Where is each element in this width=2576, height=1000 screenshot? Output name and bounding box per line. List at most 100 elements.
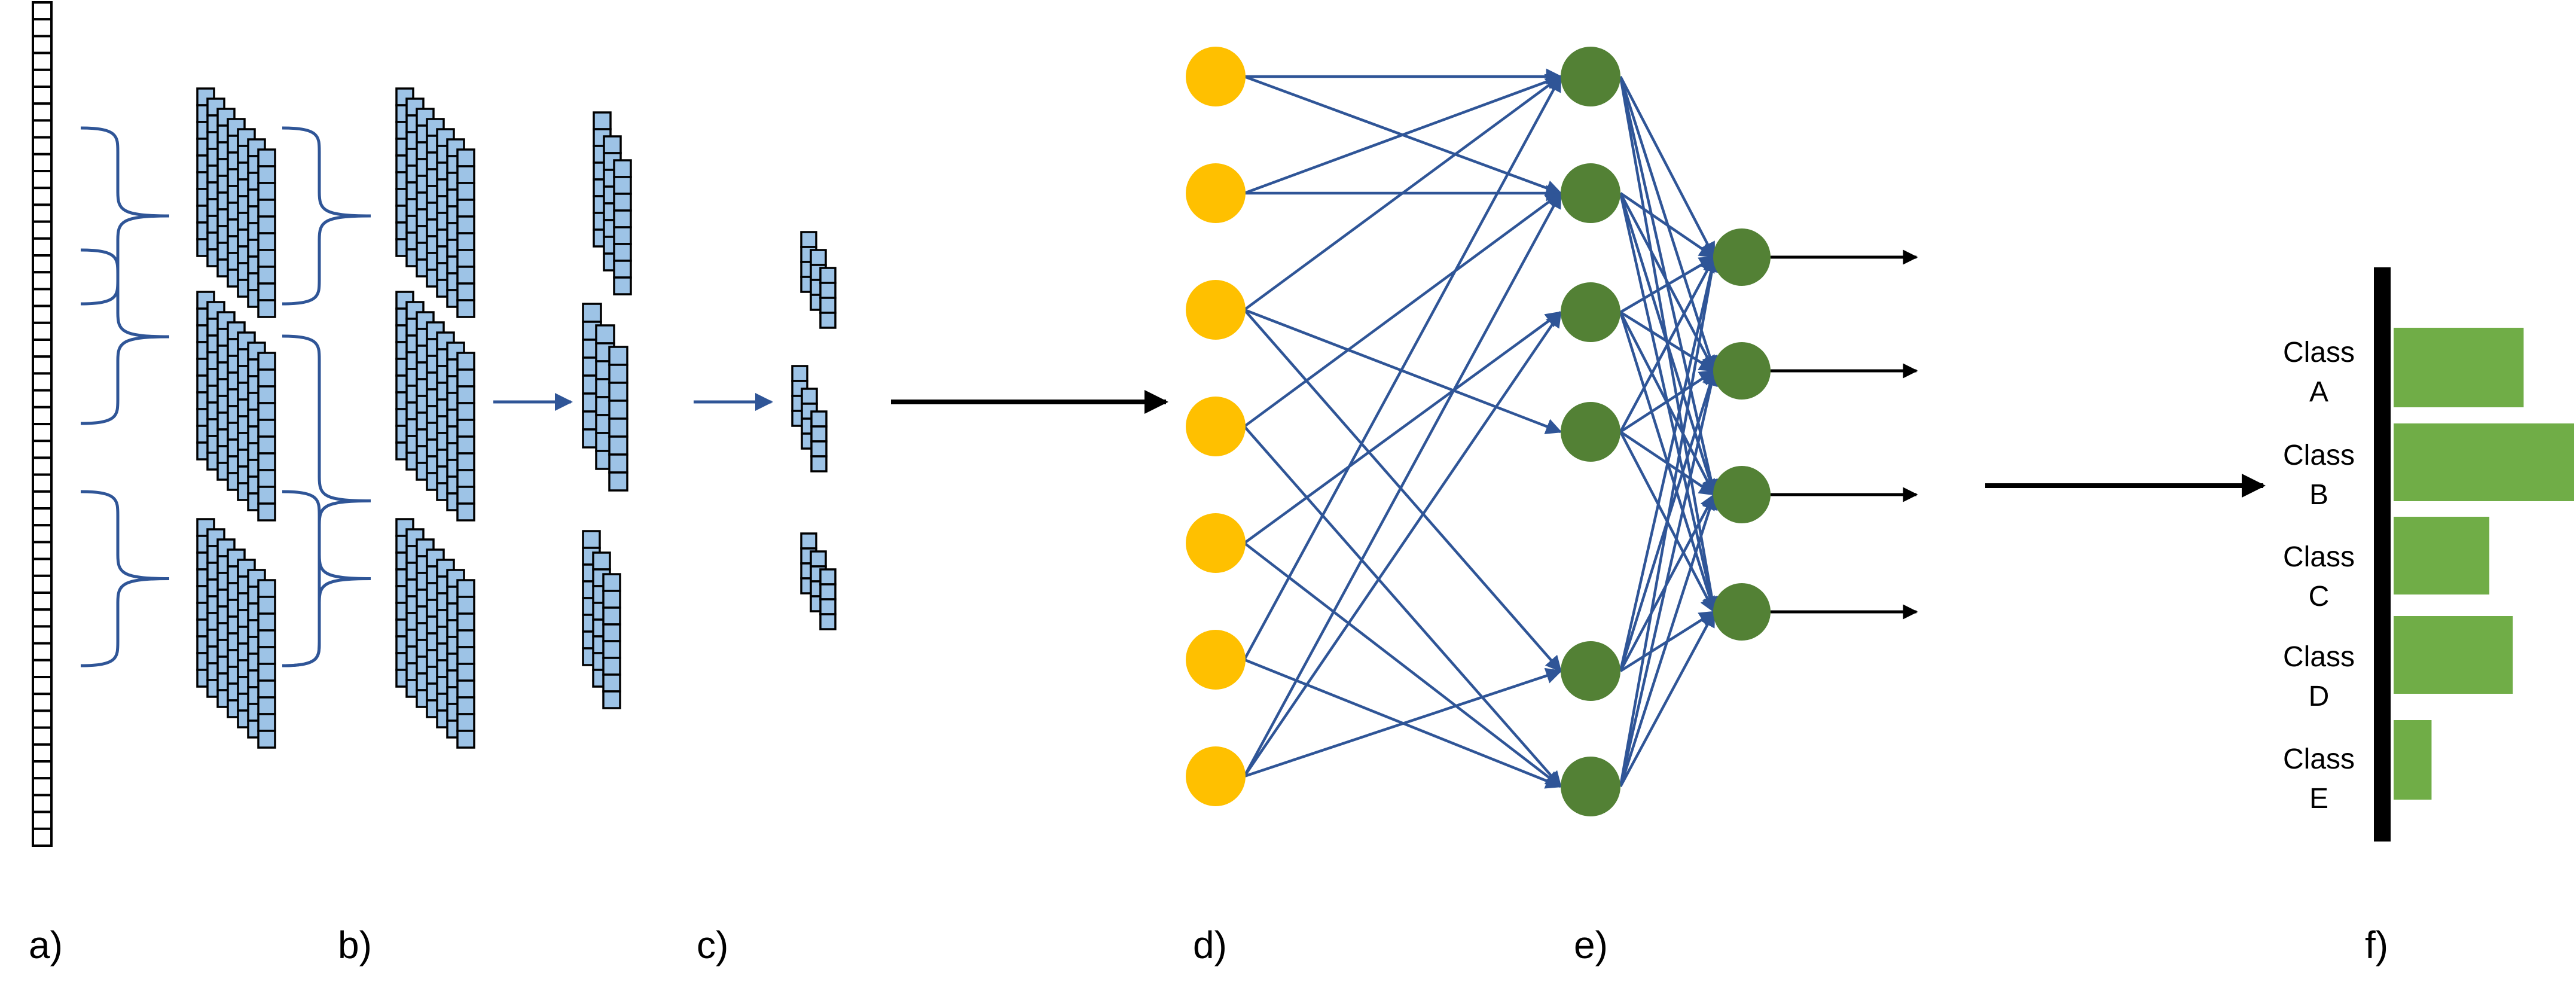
class-label-c: Class C (2253, 538, 2385, 617)
input-cell (32, 237, 53, 257)
input-cell (32, 187, 53, 206)
output-node (1713, 583, 1771, 641)
brace (80, 126, 170, 306)
class-label-a-line1: Class (2282, 337, 2355, 368)
network-connections (1243, 68, 1720, 789)
connection-line (1619, 75, 1716, 259)
connection-line (1619, 369, 1719, 787)
feature-stack (791, 365, 828, 472)
input-node (1186, 630, 1246, 690)
panel-label-f: f) (2365, 923, 2389, 967)
input-cell (32, 136, 53, 156)
input-cell (32, 406, 53, 425)
input-node (1186, 746, 1246, 806)
input-node (1186, 280, 1246, 340)
class-bar-a (2394, 328, 2524, 407)
feature-stack (196, 291, 276, 522)
feature-map-stacks (196, 87, 837, 749)
class-bar-e (2394, 720, 2432, 800)
feature-stack (800, 532, 837, 630)
input-cell (32, 777, 53, 797)
input-cell (32, 288, 53, 307)
panel-label-a: a) (29, 923, 63, 967)
connection-line (1244, 74, 1562, 195)
brace (282, 126, 371, 306)
input-cell (32, 1, 53, 21)
connection-line (1619, 311, 1716, 372)
brace (282, 334, 371, 667)
panel-label-d: d) (1193, 923, 1227, 967)
flow-arrows (891, 390, 2266, 498)
input-cell (32, 372, 53, 392)
input-cell (32, 608, 53, 628)
hidden-node (1561, 163, 1620, 223)
hidden-node (1561, 282, 1620, 342)
class-label-b-line2: B (2309, 479, 2328, 511)
input-cell (32, 541, 53, 560)
input-cell (32, 102, 53, 122)
class-label-a-line2: A (2309, 376, 2328, 408)
input-signal-column (32, 1, 53, 847)
input-cell (32, 389, 53, 408)
class-axis (2374, 267, 2391, 842)
input-cell (32, 170, 53, 190)
input-cell (32, 440, 53, 459)
input-cell (32, 642, 53, 661)
class-bar-c (2394, 517, 2490, 594)
class-label-c-line1: Class (2282, 541, 2355, 573)
input-cell (32, 574, 53, 594)
connection-line (1243, 191, 1562, 778)
feature-stack (593, 111, 632, 295)
hidden-node (1561, 641, 1620, 701)
feature-stack (395, 518, 475, 749)
connection-line (1243, 192, 1562, 428)
panel-label-c: c) (697, 923, 729, 967)
feature-stack (582, 530, 621, 709)
feature-stack (395, 291, 475, 522)
input-cell (32, 592, 53, 611)
input-node (1186, 397, 1246, 456)
input-cell (32, 743, 53, 763)
connection-line (1243, 75, 1562, 661)
connection-line (1619, 256, 1716, 313)
input-cell (32, 153, 53, 172)
connection-line (1243, 542, 1562, 788)
input-cell (32, 220, 53, 240)
network-nodes (1186, 47, 1771, 816)
input-cell (32, 625, 53, 645)
brace (80, 490, 170, 667)
input-cell (32, 726, 53, 746)
output-node (1713, 228, 1771, 286)
input-cell (32, 35, 53, 54)
class-score-bars (2394, 328, 2574, 800)
input-cell (32, 304, 53, 324)
connection-line (1619, 370, 1716, 433)
feature-stack (196, 518, 276, 749)
panel-label-b: b) (338, 923, 372, 967)
hidden-node (1561, 757, 1620, 816)
convolution-braces (80, 126, 371, 667)
class-label-e-line1: Class (2282, 743, 2355, 775)
class-label-e: Class E (2253, 740, 2385, 819)
connection-line (1619, 192, 1716, 258)
feature-stack (582, 303, 628, 492)
class-bar-d (2394, 616, 2513, 694)
brace (282, 490, 371, 667)
input-cell (32, 490, 53, 510)
input-cell (32, 271, 53, 291)
feature-stack (196, 87, 276, 318)
input-cell (32, 18, 53, 38)
input-cell (32, 810, 53, 830)
connection-line (1244, 667, 1562, 778)
class-label-a: Class A (2253, 333, 2385, 412)
brace (80, 248, 170, 425)
input-cell (32, 676, 53, 696)
connection-line (1243, 425, 1562, 788)
feature-stack (395, 87, 475, 318)
output-node (1713, 466, 1771, 523)
input-cell (32, 827, 53, 847)
input-cell (32, 658, 53, 679)
class-label-d-line2: D (2308, 681, 2330, 712)
connection-line (1243, 75, 1562, 311)
